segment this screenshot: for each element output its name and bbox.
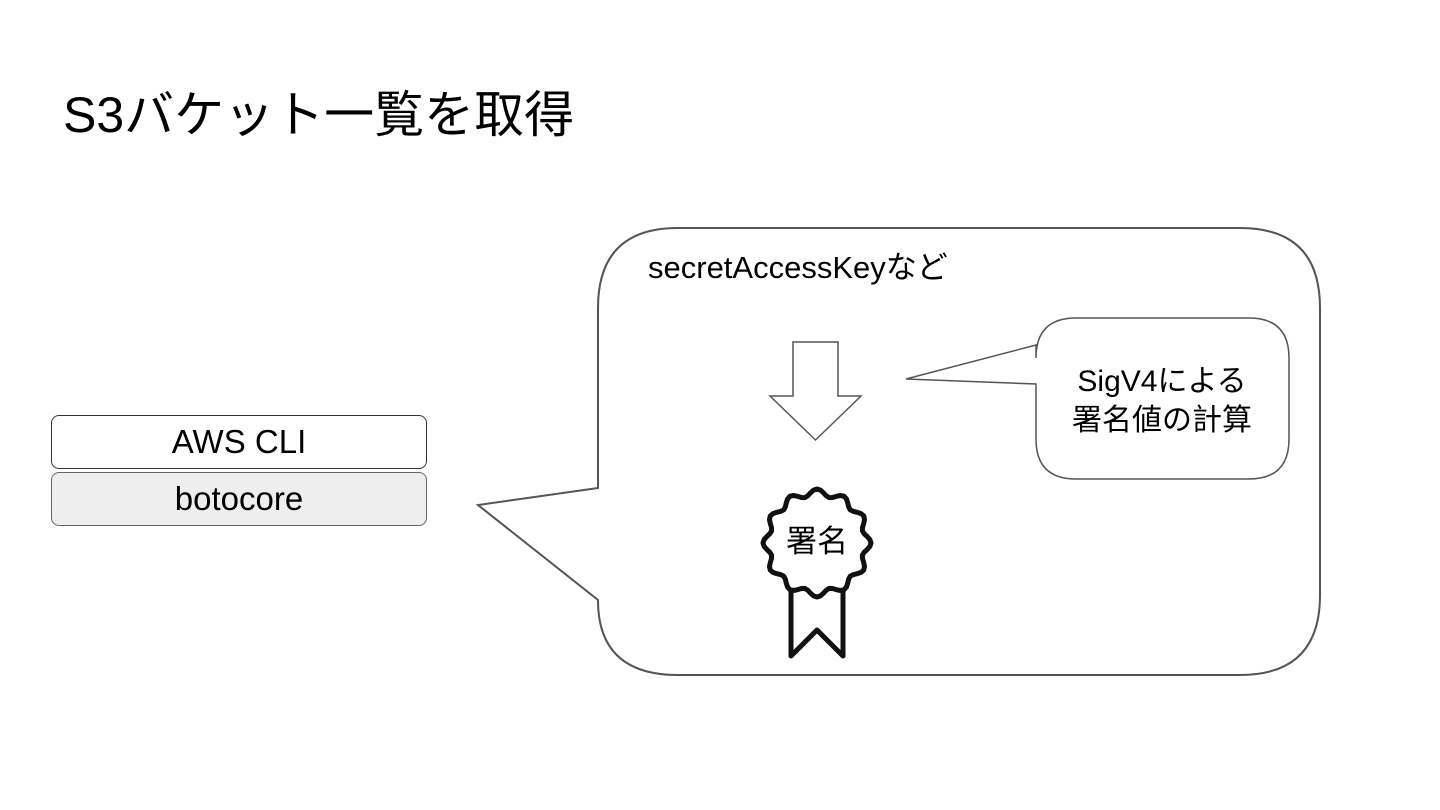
callout-bubble [905,317,1290,480]
ribbon-tail [788,586,846,659]
aws-cli-box: AWS CLI [51,415,427,469]
seal-label: 署名 [786,524,848,559]
aws-cli-label: AWS CLI [171,423,307,460]
seal-badge [760,486,874,600]
down-arrow-icon [768,341,863,442]
callout-line-2: 署名値の計算 [1072,404,1252,437]
callout-line-1: SigV4による [1077,365,1247,398]
secret-access-key-label: secretAccessKeyなど [648,250,948,285]
award-ribbon-icon [760,486,874,659]
botocore-label: botocore [174,480,304,517]
slide-title: S3バケット一覧を取得 [63,87,575,143]
botocore-box: botocore [51,472,427,526]
callout-text: SigV4による 署名値の計算 [1036,362,1288,440]
